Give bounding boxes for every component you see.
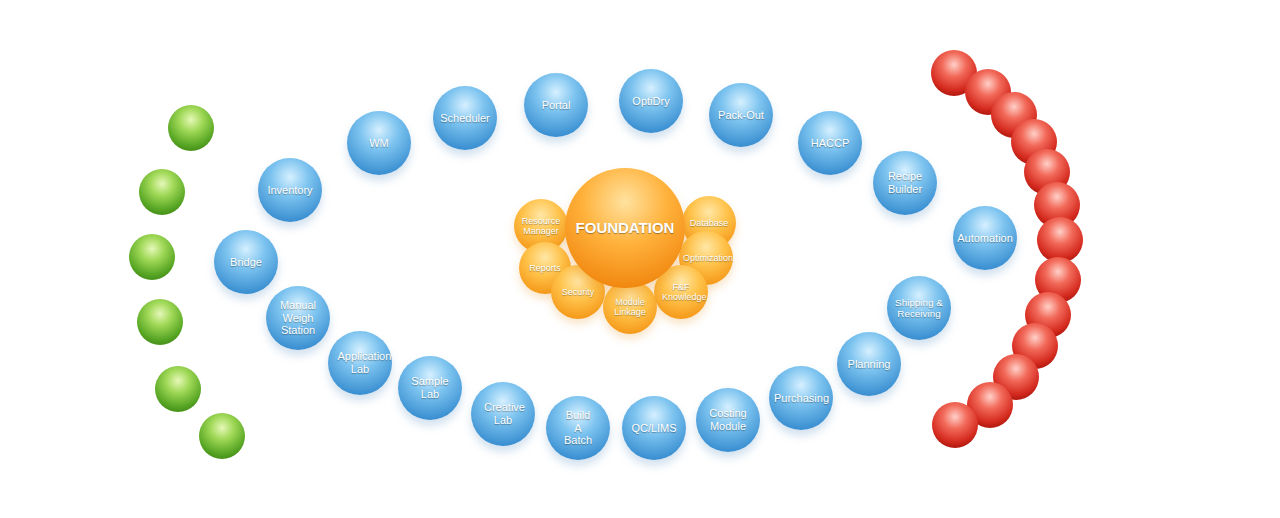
- sphere-label: Creative Lab: [484, 401, 522, 426]
- module-sphere: Planning: [837, 332, 901, 396]
- sphere-label: OptiDry: [632, 95, 669, 108]
- module-sphere: Automation: [953, 206, 1017, 270]
- module-sphere: Creative Lab: [471, 382, 535, 446]
- sphere-label: WM: [369, 137, 389, 150]
- sphere-label: Manual Weigh Station: [277, 299, 319, 337]
- core-sphere: Module Linkage: [603, 280, 657, 334]
- module-sphere: Purchasing: [769, 366, 833, 430]
- module-sphere: Shipping & Receiving: [887, 276, 951, 340]
- sphere-label: Application Lab: [338, 350, 383, 375]
- sphere-label: F&F Knowledge: [662, 282, 700, 303]
- red-spheres: [931, 50, 1083, 448]
- sphere-label: Build A Batch: [562, 409, 594, 447]
- module-sphere: Portal: [524, 73, 588, 137]
- sphere-label: Automation: [957, 232, 1013, 245]
- module-sphere: Pack-Out: [709, 83, 773, 147]
- module-sphere: Recipe Builder: [873, 151, 937, 215]
- sphere-label: HACCP: [811, 137, 850, 150]
- sphere-label: Portal: [542, 99, 571, 112]
- sphere-label: FOUNDATION: [576, 219, 675, 236]
- sphere-label: QC/LIMS: [631, 422, 676, 435]
- sphere-label: Security: [562, 287, 595, 297]
- module-sphere: QC/LIMS: [622, 396, 686, 460]
- foundation-sphere: FOUNDATION: [565, 168, 685, 288]
- module-sphere: HACCP: [798, 111, 862, 175]
- sphere-label: Database: [690, 218, 729, 228]
- module-sphere: Inventory: [258, 158, 322, 222]
- sphere-label: Inventory: [267, 184, 312, 197]
- sphere-label: Resource Manager: [520, 216, 563, 237]
- module-sphere: OptiDry: [619, 69, 683, 133]
- module-sphere: Application Lab: [328, 331, 392, 395]
- sphere-label: Scheduler: [440, 112, 490, 125]
- module-sphere: Build A Batch: [546, 396, 610, 460]
- sphere-label: Pack-Out: [718, 109, 764, 122]
- sphere-label: Bridge: [230, 256, 262, 269]
- sphere-label: Costing Module: [707, 407, 749, 432]
- sphere-label: Sample Lab: [411, 375, 449, 400]
- module-sphere: WM: [347, 111, 411, 175]
- module-sphere: Bridge: [214, 230, 278, 294]
- sphere-label: Shipping & Receiving: [895, 297, 943, 320]
- sphere-label: Planning: [848, 358, 891, 371]
- sphere-label: Purchasing: [774, 392, 828, 405]
- sphere-label: Module Linkage: [611, 297, 649, 318]
- module-sphere: Sample Lab: [398, 356, 462, 420]
- module-sphere: Scheduler: [433, 86, 497, 150]
- module-sphere: Manual Weigh Station: [266, 286, 330, 350]
- sphere-label: Recipe Builder: [884, 170, 926, 195]
- sphere-label: Optimization: [683, 253, 729, 263]
- module-sphere: Costing Module: [696, 388, 760, 452]
- sphere-label: Reports: [529, 263, 561, 273]
